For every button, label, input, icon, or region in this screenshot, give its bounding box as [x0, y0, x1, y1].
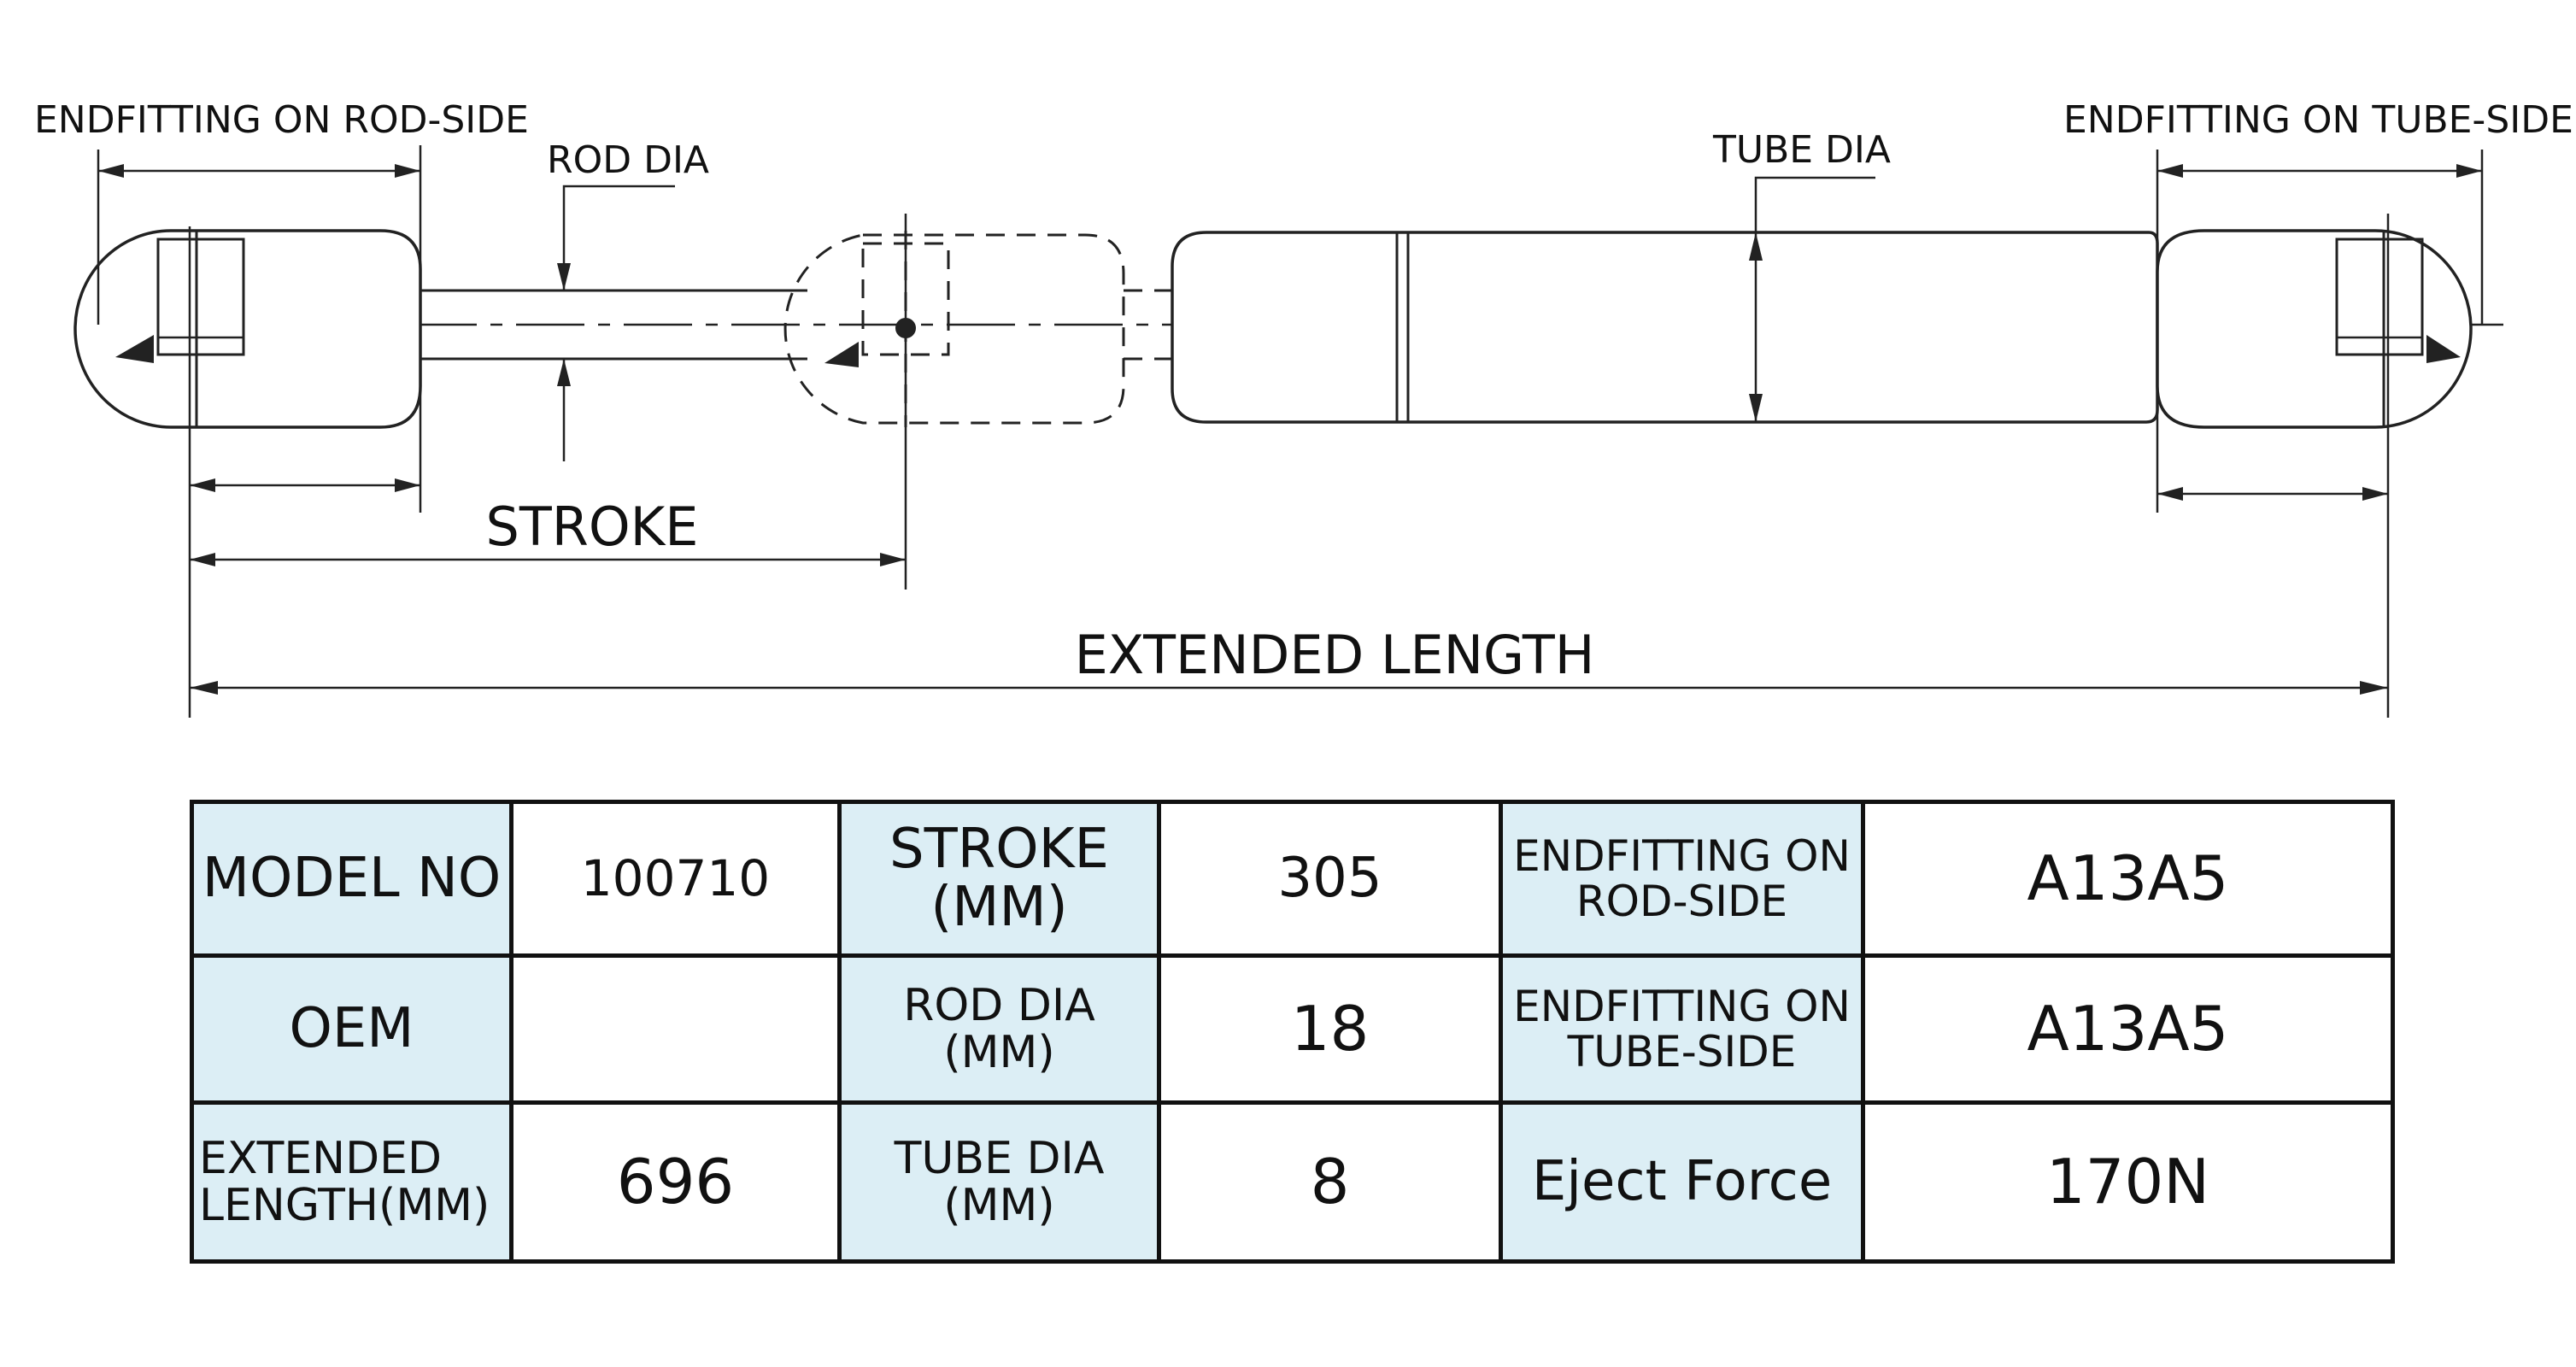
table-row: EXTENDED LENGTH(MM) 696 TUBE DIA (MM) 8 …	[190, 1100, 2395, 1264]
extension-lines	[97, 145, 2484, 718]
tube-dia-label-line-2: (MM)	[943, 1179, 1055, 1231]
extended-length-value: 696	[509, 1100, 842, 1264]
compressed-end-fitting-dashed	[783, 231, 1172, 427]
stroke-value: 305	[1157, 800, 1503, 958]
endfitting-tube-label-line-2: TUBE-SIDE	[1567, 1026, 1797, 1077]
label-stroke: STROKE	[486, 496, 699, 558]
endfitting-tube-label: ENDFITTING ON TUBE-SIDE	[1499, 953, 1865, 1105]
gas-spring-diagram: ENDFITTING ON ROD-SIDE ROD DIA TUBE DIA …	[34, 98, 2573, 718]
cylinder-tube	[1171, 231, 2159, 424]
oem-value	[509, 953, 842, 1105]
eject-force-value: 170N	[1861, 1100, 2395, 1264]
dim-rod-dia	[557, 185, 675, 461]
stroke-label-line-2: (MM)	[930, 875, 1068, 939]
label-rod-dia: ROD DIA	[547, 138, 709, 182]
rod-dia-label-line-1: ROD DIA	[903, 979, 1095, 1031]
extended-length-label: EXTENDED LENGTH(MM)	[190, 1100, 513, 1264]
label-tube-dia: TUBE DIA	[1712, 128, 1891, 172]
spec-table: MODEL NO 100710 STROKE (MM) 305 ENDFITTI…	[190, 800, 2395, 1264]
tube-side-end-fitting	[2156, 229, 2473, 429]
label-endfitting-rod-side: ENDFITTING ON ROD-SIDE	[34, 98, 529, 142]
endfitting-tube-label-line-1: ENDFITTING ON	[1513, 982, 1851, 1031]
rod-side-end-fitting	[73, 229, 422, 429]
dim-endfitting-tube	[2157, 164, 2482, 178]
label-endfitting-tube-side: ENDFITTING ON TUBE-SIDE	[2063, 98, 2573, 142]
stroke-label: STROKE (MM)	[837, 800, 1161, 958]
extended-length-label-line-2: LENGTH(MM)	[199, 1179, 490, 1231]
stroke-label-line-1: STROKE	[889, 818, 1109, 882]
dim-endfitting-rod	[98, 164, 420, 178]
endfitting-rod-value: A13A5	[1861, 800, 2395, 958]
tube-dia-label-line-1: TUBE DIA	[894, 1132, 1105, 1184]
endfitting-rod-label: ENDFITTING ON ROD-SIDE	[1499, 800, 1865, 958]
extended-length-label-line-1: EXTENDED	[199, 1132, 443, 1184]
endfitting-rod-label-line-2: ROD-SIDE	[1576, 876, 1788, 926]
tube-dia-value: 8	[1157, 1100, 1503, 1264]
dim-rod-end-lower	[190, 478, 420, 492]
dim-extended-length	[190, 681, 2388, 695]
endfitting-tube-value: A13A5	[1861, 953, 2395, 1105]
label-extended-length: EXTENDED LENGTH	[1075, 624, 1595, 686]
eject-force-label: Eject Force	[1499, 1100, 1865, 1264]
dim-tube-dia	[1749, 176, 1875, 422]
dim-stroke	[190, 553, 906, 566]
table-row: MODEL NO 100710 STROKE (MM) 305 ENDFITTI…	[190, 800, 2395, 958]
table-row: OEM ROD DIA (MM) 18 ENDFITTING ON TUBE-S…	[190, 953, 2395, 1105]
dim-tube-end-lower	[2157, 487, 2388, 501]
rod-dia-label: ROD DIA (MM)	[837, 953, 1161, 1105]
model-no-label: MODEL NO	[190, 800, 513, 958]
tube-dia-label: TUBE DIA (MM)	[837, 1100, 1161, 1264]
rod-dia-value: 18	[1157, 953, 1503, 1105]
rod-dia-label-line-2: (MM)	[943, 1026, 1055, 1078]
endfitting-rod-label-line-1: ENDFITTING ON	[1513, 831, 1851, 881]
oem-label: OEM	[190, 953, 513, 1105]
model-no-value: 100710	[509, 800, 842, 958]
piston-rod	[420, 289, 807, 361]
